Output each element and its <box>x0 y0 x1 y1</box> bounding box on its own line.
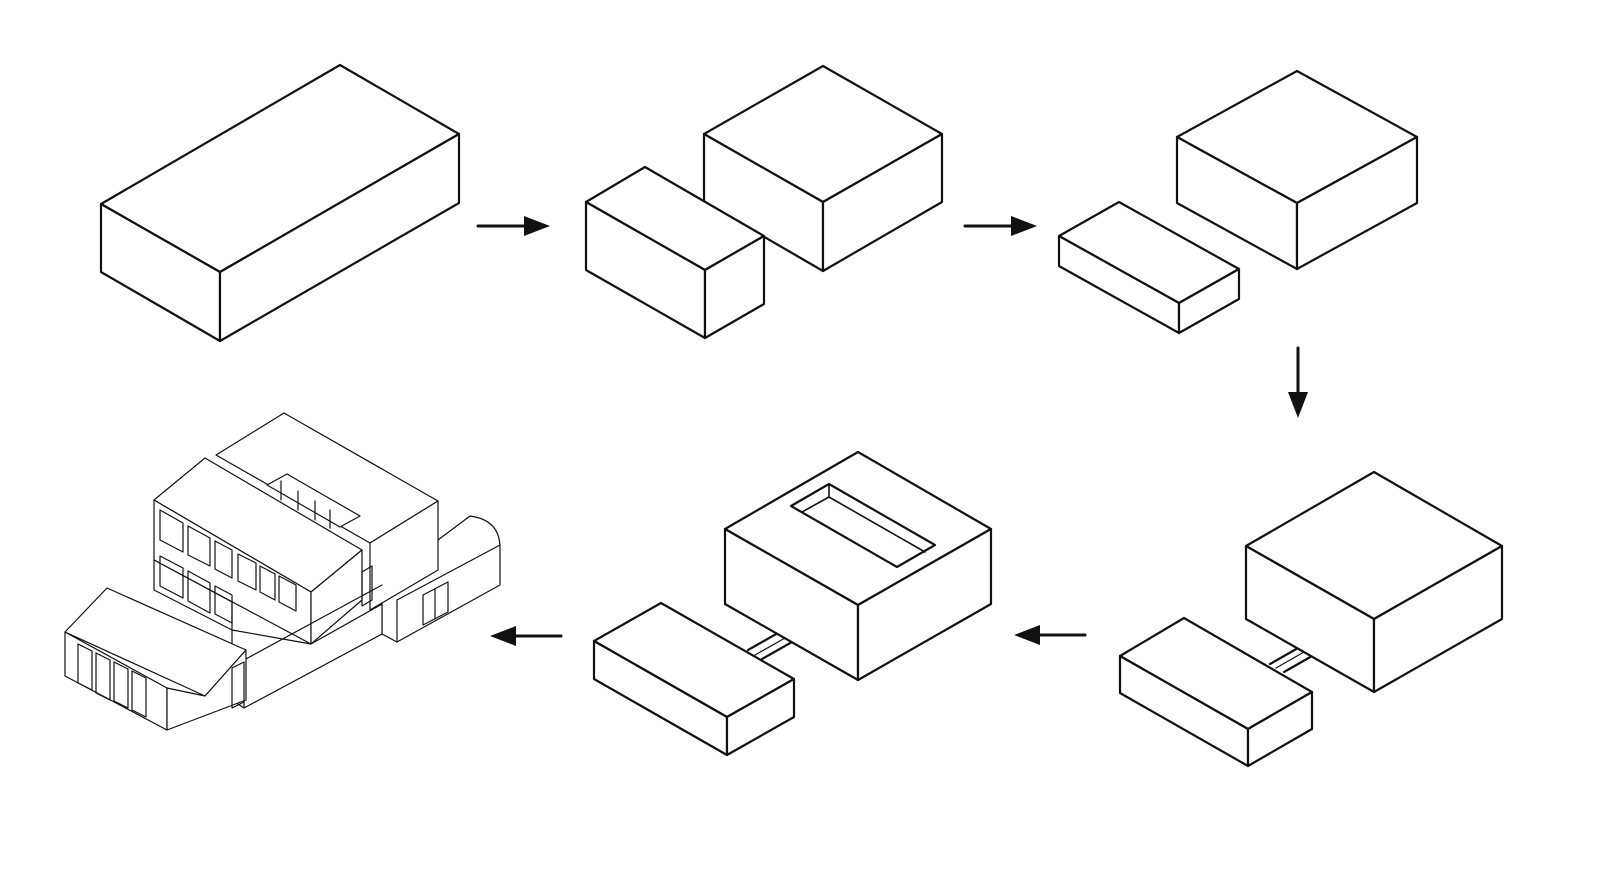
main-windows <box>159 509 297 624</box>
step-4-connected-volumes <box>1118 470 1504 768</box>
connector <box>746 631 794 661</box>
connector <box>1268 646 1314 674</box>
front-doors <box>77 643 147 718</box>
arrow-5-left <box>490 626 563 646</box>
arrow-2-right <box>963 216 1037 236</box>
courtyard-opening <box>789 482 937 569</box>
side-window <box>361 565 373 607</box>
low-box-right <box>1246 690 1314 768</box>
step-6-final-house <box>64 412 501 731</box>
back-gable-end <box>369 500 439 611</box>
arrow-1-right <box>476 216 550 236</box>
step-2-split-volumes <box>584 64 944 340</box>
arrow-3-down <box>1288 346 1308 418</box>
step-3-lowered-small-volume <box>1057 69 1419 335</box>
back-box-right <box>821 132 944 273</box>
annex <box>381 515 501 643</box>
front-box-right <box>703 234 766 340</box>
entry-door <box>231 661 245 709</box>
big-box-right <box>856 527 993 682</box>
arrow-4-left <box>1014 625 1087 645</box>
low-box-right <box>1177 267 1241 335</box>
box-right-face <box>218 132 461 343</box>
big-box-right <box>1372 544 1504 694</box>
big-box-right <box>1295 135 1419 271</box>
annex-window <box>422 581 449 626</box>
step-5-courtyard-void <box>592 450 993 757</box>
low-box-right <box>725 677 796 757</box>
front-gable <box>166 649 247 731</box>
step-1-single-volume <box>99 63 461 343</box>
skylight-opening <box>266 473 361 528</box>
